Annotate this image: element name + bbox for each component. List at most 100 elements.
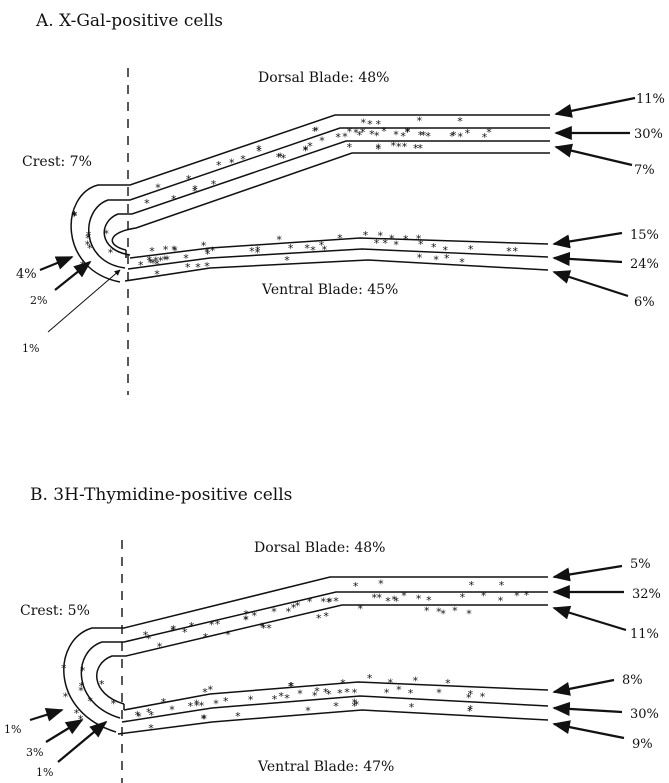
cell-marker: * — [459, 256, 465, 269]
cell-marker: * — [216, 159, 222, 172]
panel-b-title: B. 3H-Thymidine-positive cells — [30, 485, 292, 505]
panel-a: A. X-Gal-positive cells Dorsal Blade: 48… — [16, 11, 665, 395]
cell-marker: * — [111, 697, 117, 710]
cell-marker: * — [431, 241, 437, 254]
panel-b-arrow-dorsal-3 — [554, 608, 626, 630]
cell-marker: * — [186, 173, 192, 186]
cell-marker: * — [146, 706, 152, 719]
cell-marker: * — [211, 178, 217, 191]
cell-marker: * — [208, 684, 214, 697]
cell-marker: * — [194, 700, 200, 713]
cell-marker: * — [409, 701, 415, 714]
panel-b-dorsal-pct-1: 5% — [630, 557, 651, 572]
cell-marker: * — [303, 143, 309, 156]
cell-marker: * — [413, 142, 419, 155]
cell-marker: * — [353, 127, 359, 140]
cell-marker: * — [138, 259, 144, 272]
cell-marker: * — [382, 237, 388, 250]
cell-marker: * — [466, 607, 472, 620]
cell-marker: * — [323, 610, 329, 623]
cell-marker: * — [401, 589, 407, 602]
panel-a-arrow-crest-1 — [40, 257, 72, 270]
cell-marker: * — [452, 605, 458, 618]
panel-b-cell-markers: ****************************************… — [61, 578, 530, 735]
cell-marker: * — [335, 131, 341, 144]
panel-a-arrow-crest-3 — [48, 270, 120, 332]
cell-marker: * — [144, 197, 150, 210]
panel-b-crest-label: Crest: 5% — [20, 603, 90, 619]
cell-marker: * — [171, 623, 177, 636]
cell-marker: * — [322, 243, 328, 256]
cell-marker: * — [327, 595, 333, 608]
panel-a-title: A. X-Gal-positive cells — [35, 11, 223, 31]
cell-marker: * — [276, 234, 282, 247]
panel-b-ventral-label: Ventral Blade: 47% — [257, 759, 394, 775]
cell-marker: * — [367, 672, 373, 685]
panel-b-arrow-crest-2 — [46, 720, 82, 742]
cell-marker: * — [256, 145, 262, 158]
cell-marker: * — [498, 595, 504, 608]
cell-marker: * — [86, 229, 92, 242]
cell-marker: * — [243, 614, 249, 627]
cell-marker: * — [108, 247, 114, 260]
panel-a-arrow-crest-2 — [55, 262, 90, 290]
cell-marker: * — [403, 233, 409, 246]
cell-marker: * — [272, 693, 278, 706]
cell-marker: * — [358, 603, 364, 616]
cell-marker: * — [465, 127, 471, 140]
cell-marker: * — [158, 255, 164, 268]
cell-marker: * — [204, 260, 210, 273]
panel-b-crest-pct-1: 1% — [4, 723, 21, 736]
cell-marker: * — [291, 601, 297, 614]
cell-marker: * — [421, 129, 427, 142]
cell-marker: * — [155, 181, 161, 194]
cell-marker: * — [445, 677, 451, 690]
cell-marker: * — [146, 632, 152, 645]
cell-marker: * — [148, 722, 154, 735]
panel-b-dorsal-pct-3: 11% — [630, 627, 659, 642]
cell-marker: * — [408, 687, 414, 700]
panel-a-ventral-pct-1: 15% — [630, 228, 659, 243]
panel-b-arrow-crest-1 — [30, 710, 62, 720]
panel-b-crest-pct-2: 3% — [26, 746, 43, 759]
cell-marker: * — [514, 589, 520, 602]
cell-marker: * — [255, 244, 261, 257]
cell-marker: * — [480, 690, 486, 703]
panel-b-arrow-ventral-2 — [554, 708, 622, 712]
cell-marker: * — [312, 125, 318, 138]
cell-marker: * — [199, 699, 205, 712]
cell-marker: * — [460, 591, 466, 604]
cell-marker: * — [413, 675, 419, 688]
cell-marker: * — [223, 695, 229, 708]
cell-marker: * — [248, 693, 254, 706]
cell-marker: * — [391, 140, 397, 153]
panel-a-ventral-label: Ventral Blade: 45% — [261, 282, 398, 298]
panel-b-ventral-pct-3: 9% — [632, 737, 653, 752]
panel-a-ventral-pct-2: 24% — [630, 257, 659, 272]
panel-a-arrow-dorsal-1 — [556, 98, 635, 114]
panel-b-arrow-crest-3 — [58, 722, 106, 762]
cell-marker: * — [486, 126, 492, 139]
cell-marker: * — [319, 134, 325, 147]
cell-marker: * — [374, 237, 380, 250]
cell-marker: * — [396, 684, 402, 697]
cell-marker: * — [72, 209, 78, 222]
cell-marker: * — [80, 664, 86, 677]
cell-marker: * — [402, 141, 408, 154]
cell-marker: * — [276, 151, 282, 164]
panel-a-dorsal-pct-2: 30% — [634, 127, 663, 142]
cell-marker: * — [157, 640, 163, 653]
cell-marker: * — [481, 589, 487, 602]
cell-marker: * — [416, 592, 422, 605]
cell-marker: * — [310, 244, 316, 257]
cell-marker: * — [195, 261, 201, 274]
panel-a-inner-line — [112, 153, 550, 250]
cell-marker: * — [284, 254, 290, 267]
cell-marker: * — [378, 578, 384, 591]
cell-marker: * — [333, 595, 339, 608]
cell-marker: * — [457, 115, 463, 128]
cell-marker: * — [425, 130, 431, 143]
cell-marker: * — [316, 612, 322, 625]
panel-a-crest-pct-1: 4% — [16, 267, 37, 282]
cell-marker: * — [78, 684, 84, 697]
